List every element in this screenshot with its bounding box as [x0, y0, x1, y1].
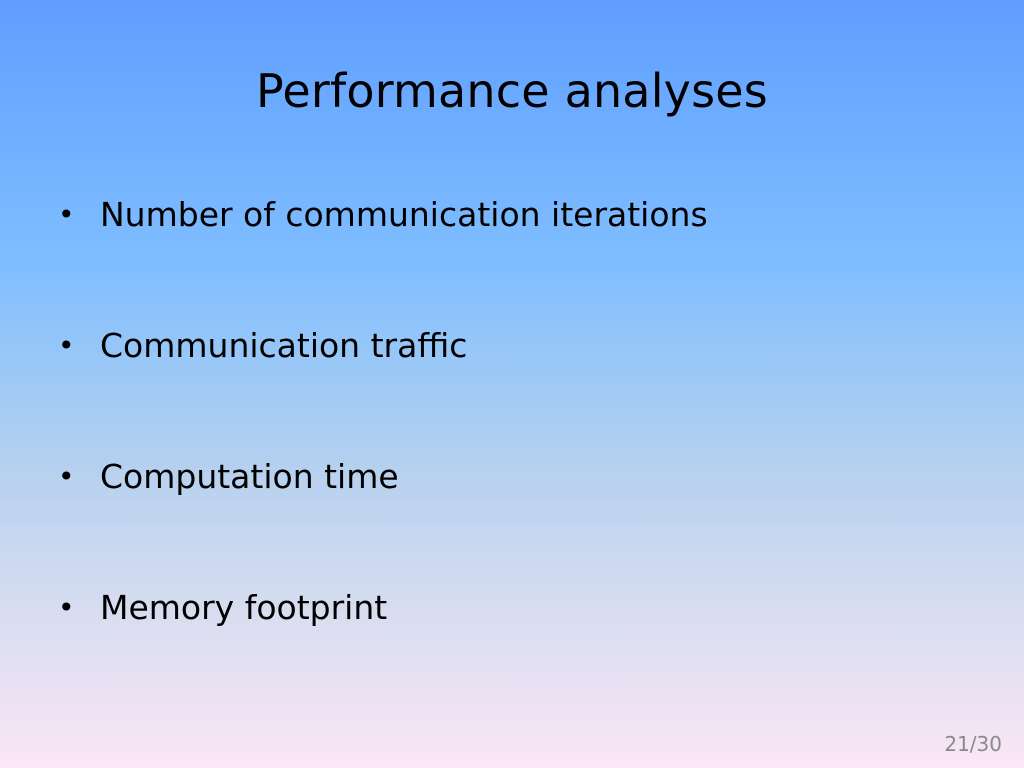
bullet-text: Computation time [100, 456, 399, 496]
list-item: • Computation time [58, 454, 708, 498]
bullet-icon: • [58, 328, 75, 362]
page-number: 21/30 [944, 732, 1002, 756]
list-item: • Number of communication iterations [58, 192, 708, 236]
list-item: • Communication traffic [58, 323, 708, 367]
bullet-text: Communication traffic [100, 325, 468, 365]
bullet-list: • Number of communication iterations • C… [58, 192, 708, 716]
list-item: • Memory footprint [58, 585, 708, 629]
slide-title: Performance analyses [256, 64, 768, 118]
bullet-text: Number of communication iterations [100, 194, 708, 234]
bullet-icon: • [58, 197, 75, 231]
bullet-icon: • [58, 590, 75, 624]
bullet-icon: • [58, 459, 75, 493]
bullet-text: Memory footprint [100, 587, 388, 627]
